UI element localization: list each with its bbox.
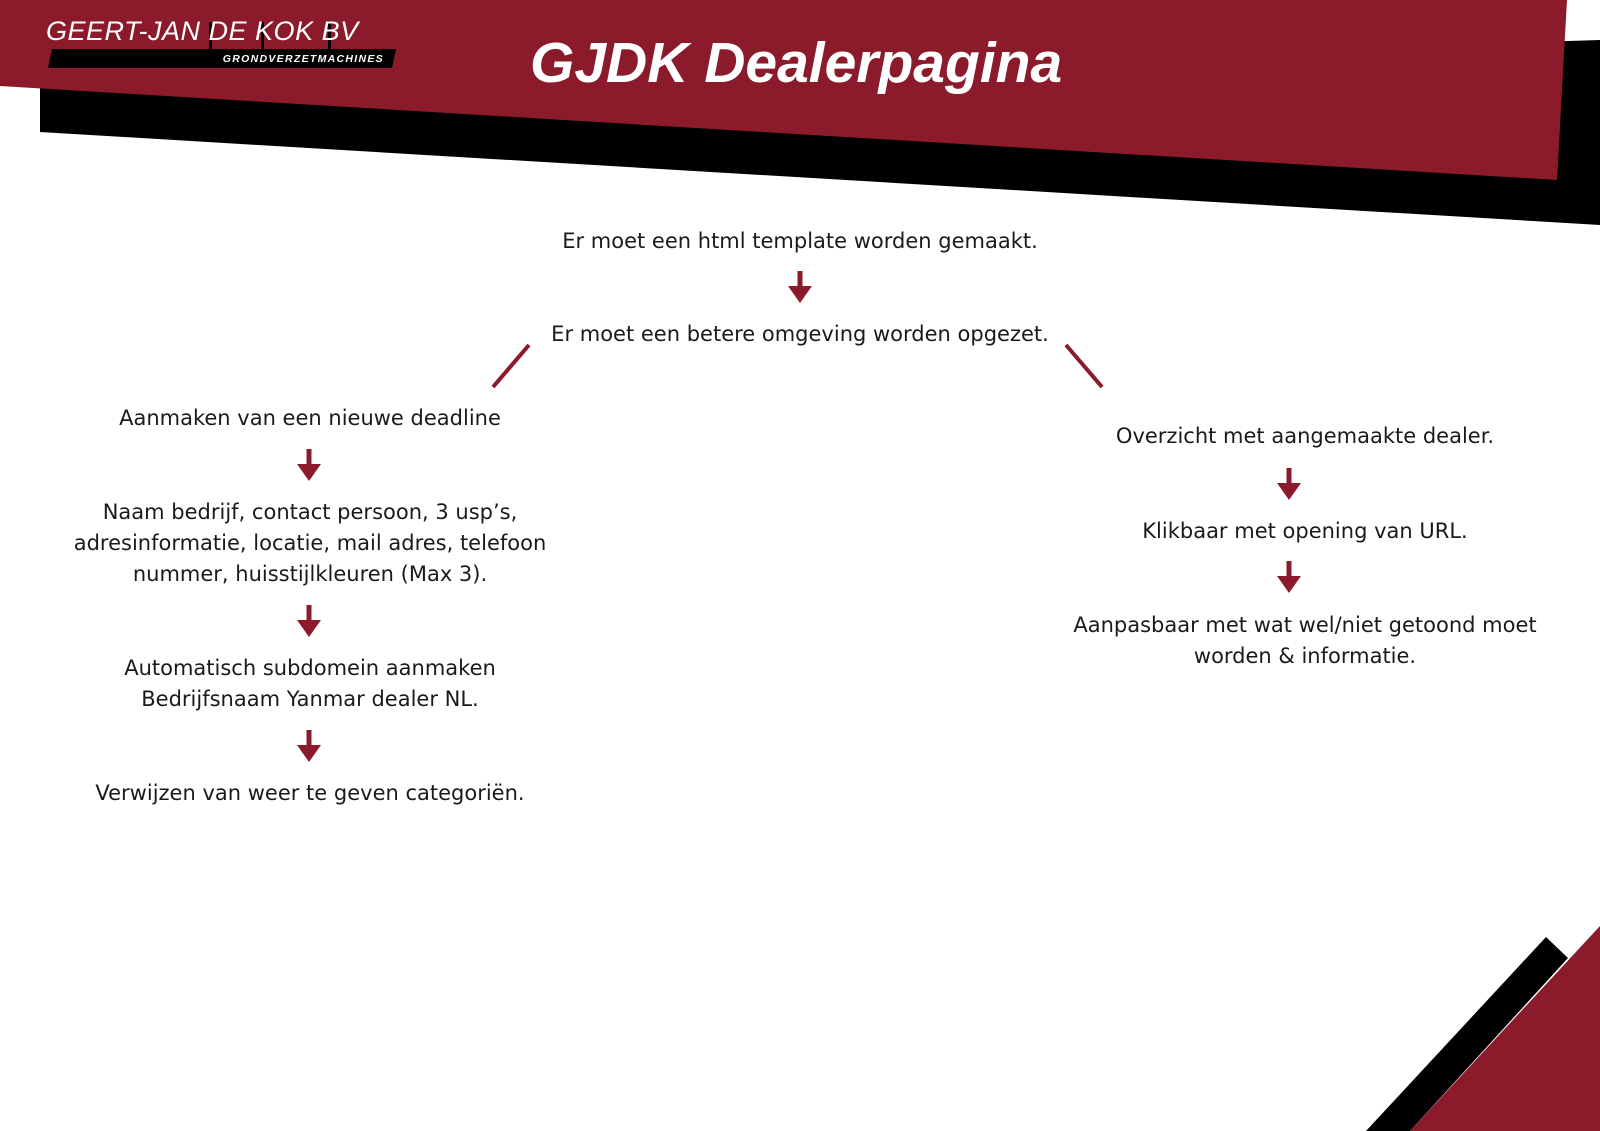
arrow-down-icon: [297, 605, 321, 637]
company-logo: GEERT-JAN DE KOK BV GRONDVERZETMACHINES: [46, 16, 396, 70]
header-red-band: [0, 0, 1567, 180]
arrow-down-icon: [1277, 561, 1301, 593]
arrow-down-icon: [297, 449, 321, 481]
logo-name: GEERT-JAN DE KOK BV: [46, 16, 359, 46]
left-step-4: Verwijzen van weer te geven categoriën.: [95, 781, 525, 805]
root-node-1: Er moet een html template worden gemaakt…: [562, 229, 1038, 253]
corner-black-stripe: [1366, 937, 1568, 1131]
arrow-down-icon: [297, 730, 321, 762]
root-node-2: Er moet een betere omgeving worden opgez…: [551, 322, 1049, 346]
left-step-1: Aanmaken van een nieuwe deadline: [119, 406, 501, 430]
left-step-3: Automatisch subdomein aanmaken Bedrijfsn…: [124, 656, 496, 711]
logo-subtitle: GRONDVERZETMACHINES: [222, 53, 384, 65]
logo-backdrop: [48, 22, 396, 68]
right-step-3: Aanpasbaar met wat wel/niet getoond moet…: [1073, 613, 1537, 668]
arrow-down-icon: [1277, 468, 1301, 500]
right-step-1: Overzicht met aangemaakte dealer.: [1115, 424, 1495, 448]
left-step-2: Naam bedrijf, contact persoon, 3 usp’s, …: [73, 500, 547, 586]
page-title: GJDK Dealerpagina: [530, 31, 1063, 95]
corner-red-triangle: [1410, 926, 1600, 1131]
arrow-down-icon: [788, 271, 812, 303]
right-step-2: Klikbaar met opening van URL.: [1142, 519, 1468, 543]
